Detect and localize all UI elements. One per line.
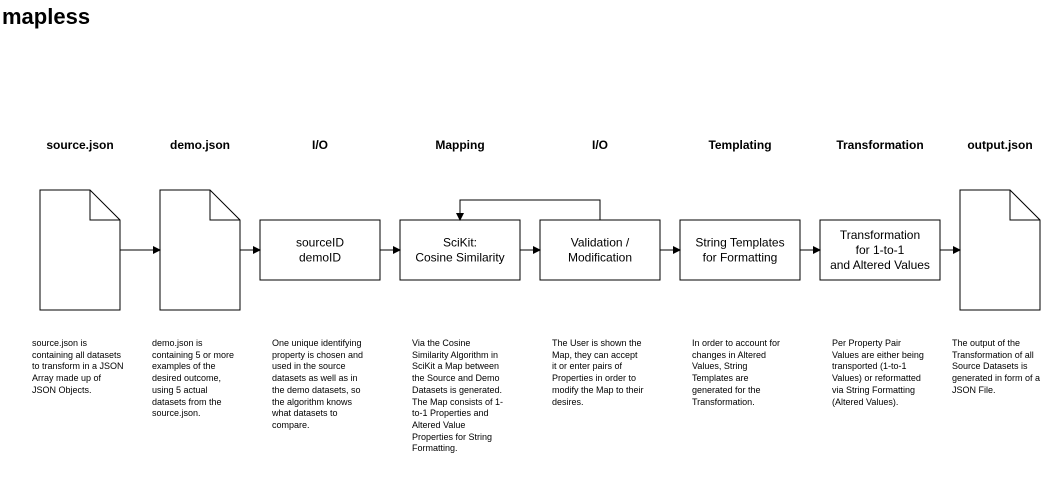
document-fold-icon (89, 190, 120, 221)
process-box-line: demoID (299, 251, 341, 265)
stage-header: output.json (967, 138, 1032, 152)
stage-output-json: output.json (959, 138, 1041, 311)
process-box-line: for 1-to-1 (856, 243, 905, 257)
process-box-line: Validation / (571, 236, 630, 250)
stage-demo-json: demo.json (159, 138, 241, 311)
process-box-line: SciKit: (443, 236, 477, 250)
document-icon (159, 189, 241, 311)
process-box (399, 219, 521, 281)
stage-source-json: source.json (39, 138, 121, 311)
process-box (259, 219, 381, 281)
stage-description: source.json is containing all datasets t… (32, 338, 124, 395)
stage-description: Via the Cosine Similarity Algorithm in S… (412, 338, 504, 454)
stage-header: Mapping (435, 138, 484, 152)
page-title: mapless (2, 4, 91, 29)
stage-header: I/O (592, 138, 608, 152)
process-box-line: Modification (568, 251, 632, 265)
feedback-loop-arrow (456, 199, 601, 221)
document-fold-icon (209, 190, 240, 221)
process-box-line: and Altered Values (830, 258, 930, 272)
process-box-line: sourceID (296, 236, 344, 250)
document-icon (959, 189, 1041, 311)
stage-header: Templating (708, 138, 771, 152)
stage-description: The output of the Transformation of all … (952, 338, 1041, 395)
stage-description: In order to account for changes in Alter… (692, 338, 781, 407)
stage-description: demo.json is containing 5 or more exampl… (152, 338, 235, 419)
document-fold-icon (1009, 190, 1040, 221)
process-box-line: Cosine Similarity (415, 251, 504, 265)
stage-header: Transformation (836, 138, 923, 152)
stage-header: demo.json (170, 138, 230, 152)
stage-description: One unique identifying property is chose… (272, 338, 364, 430)
stage-header: source.json (46, 138, 113, 152)
stage-description: Per Property Pair Values are either bein… (832, 338, 924, 407)
stage-description: The User is shown the Map, they can acce… (552, 338, 644, 407)
process-box-line: String Templates (695, 236, 784, 250)
process-box-line: Transformation (840, 228, 920, 242)
document-icon (39, 189, 121, 311)
stage-header: I/O (312, 138, 328, 152)
process-box-line: for Formatting (703, 251, 778, 265)
